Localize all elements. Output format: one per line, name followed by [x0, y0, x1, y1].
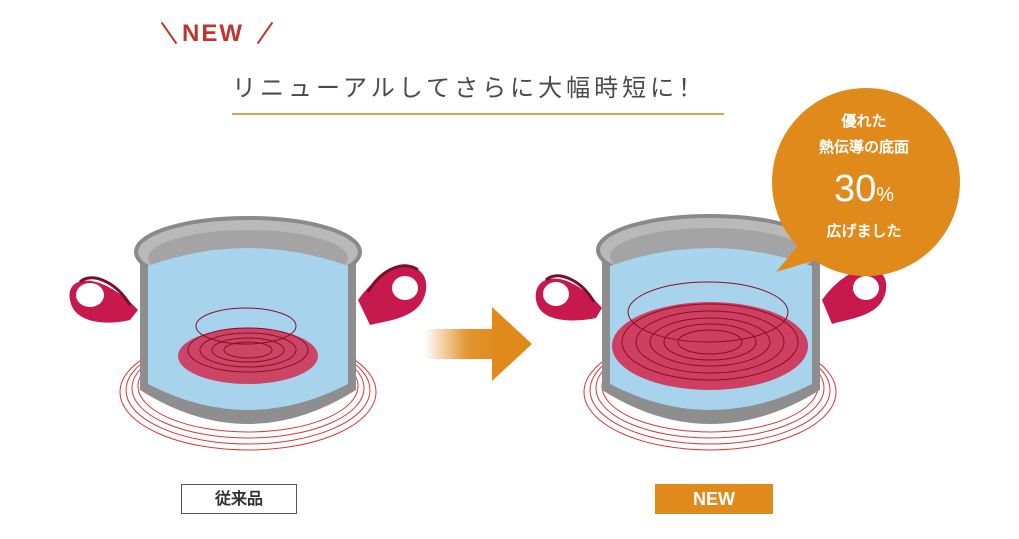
headline-underline [232, 113, 724, 115]
headline: リニューアルしてさらに大幅時短に！ [232, 68, 732, 103]
new-product-label: NEW [655, 484, 773, 514]
arrow-right-icon [424, 303, 536, 383]
badge-percentage: 30% [766, 168, 962, 211]
new-tag: NEW [156, 14, 280, 54]
badge-unit: % [876, 184, 894, 206]
badge-line-2: 熱伝導の底面 [766, 136, 962, 157]
new-handle-left [536, 276, 602, 321]
new-tag-text: NEW [182, 20, 244, 48]
tag-slash-left [161, 22, 178, 44]
old-pot-illustration [60, 200, 440, 480]
badge-number: 30 [834, 168, 876, 210]
old-heat-spot [178, 328, 318, 384]
badge-line-3: 広げました [766, 220, 962, 241]
old-product-label: 従来品 [181, 484, 297, 514]
badge-line-1: 優れた [766, 110, 962, 131]
old-handle-left [70, 278, 138, 323]
tag-slash-right [257, 22, 274, 44]
old-handle-right [358, 266, 426, 325]
new-heat-spot [612, 302, 808, 390]
